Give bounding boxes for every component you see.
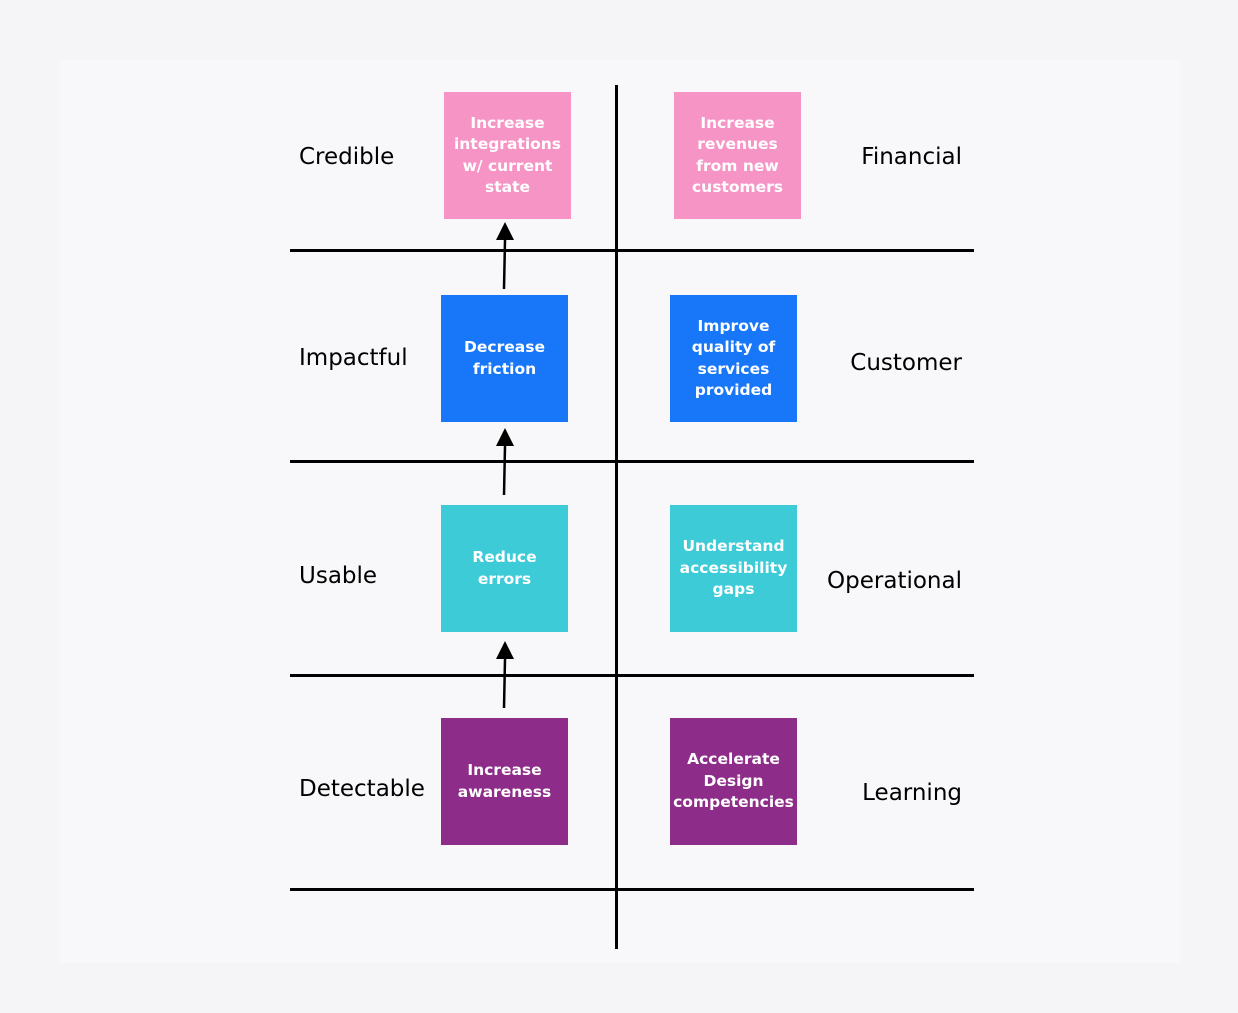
row-divider-4 <box>290 888 974 891</box>
vertical-divider <box>615 85 618 949</box>
label-learning: Learning <box>862 780 962 806</box>
label-detectable: Detectable <box>299 776 425 802</box>
note-reduce-errors[interactable]: Reduce errors <box>441 505 568 632</box>
row-divider-2 <box>290 460 974 463</box>
note-increase-revenues[interactable]: Increase revenues from new customers <box>674 92 801 219</box>
label-customer: Customer <box>850 350 962 376</box>
label-usable: Usable <box>299 563 378 589</box>
label-impactful: Impactful <box>299 345 408 371</box>
note-improve-quality[interactable]: Improve quality of services provided <box>670 295 797 422</box>
note-accelerate-design[interactable]: Accelerate Design competencies <box>670 718 797 845</box>
label-operational: Operational <box>827 568 962 594</box>
row-divider-1 <box>290 249 974 252</box>
row-divider-3 <box>290 674 974 677</box>
label-credible: Credible <box>299 144 395 170</box>
diagram-background <box>60 60 1180 963</box>
note-increase-awareness[interactable]: Increase awareness <box>441 718 568 845</box>
note-understand-accessibility[interactable]: Understand accessibility gaps <box>670 505 797 632</box>
note-increase-integrations[interactable]: Increase integrations w/ current state <box>444 92 571 219</box>
note-decrease-friction[interactable]: Decrease friction <box>441 295 568 422</box>
label-financial: Financial <box>861 144 962 170</box>
